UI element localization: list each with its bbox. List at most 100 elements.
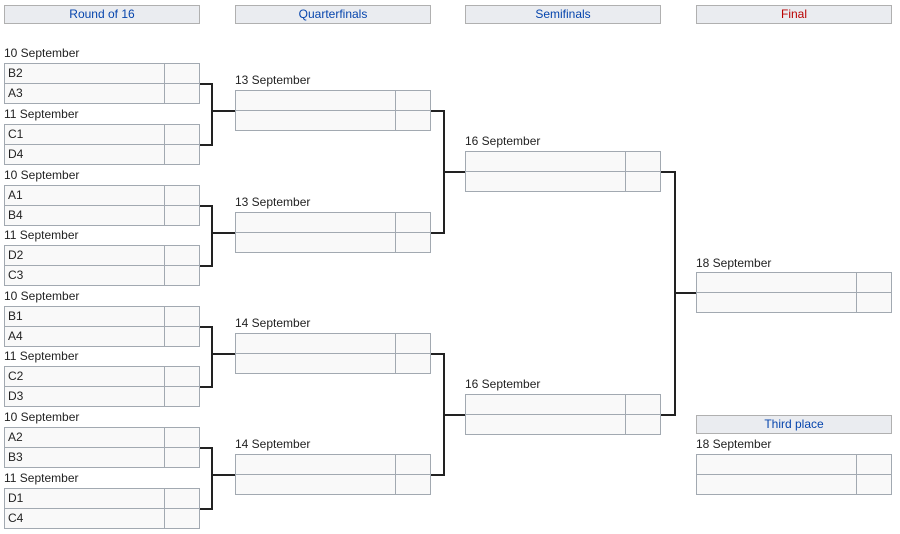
header-round-of-16[interactable]: Round of 16 [4, 5, 200, 24]
connector-line [674, 292, 696, 294]
team-name [236, 354, 396, 373]
connector-line [431, 232, 445, 234]
match-date: 13 September [235, 73, 311, 87]
team-score [163, 84, 199, 103]
connector-line [443, 414, 465, 416]
team-score [624, 395, 660, 414]
team-score [163, 509, 199, 528]
team-score [163, 489, 199, 508]
team-score [855, 293, 891, 312]
connector-line [443, 171, 465, 173]
match-date: 16 September [465, 377, 541, 391]
match-slot-team1: B2 [4, 63, 200, 84]
team-score [163, 125, 199, 144]
connector-line [200, 386, 213, 388]
connector-line [211, 474, 235, 476]
team-score [163, 145, 199, 164]
team-name: D3 [5, 387, 165, 406]
team-name [466, 415, 626, 434]
match-slot-team2: B4 [4, 205, 200, 226]
team-name: C2 [5, 367, 165, 386]
team-name: A2 [5, 428, 165, 447]
team-score [624, 152, 660, 171]
match-slot-team2: A4 [4, 326, 200, 347]
connector-line [661, 414, 676, 416]
match-slot-team2: A3 [4, 83, 200, 104]
team-score [394, 455, 430, 474]
team-name [466, 172, 626, 191]
team-name [697, 475, 857, 494]
team-name: A1 [5, 186, 165, 205]
connector-line [211, 110, 235, 112]
connector-line [211, 83, 213, 146]
match-date: 14 September [235, 316, 311, 330]
match-date: 18 September [696, 256, 772, 270]
team-score [394, 233, 430, 252]
team-name [697, 273, 857, 292]
team-score [394, 475, 430, 494]
connector-line [200, 83, 213, 85]
match-slot-team1 [235, 212, 431, 233]
team-name: A3 [5, 84, 165, 103]
team-name [236, 233, 396, 252]
team-score [855, 475, 891, 494]
connector-line [661, 171, 676, 173]
match-date: 18 September [696, 437, 772, 451]
team-name [236, 111, 396, 130]
connector-line [200, 508, 213, 510]
match-slot-team2: C4 [4, 508, 200, 529]
connector-line [211, 447, 213, 510]
header-semifinals[interactable]: Semifinals [465, 5, 661, 24]
connector-line [211, 232, 235, 234]
team-name [236, 213, 396, 232]
team-name: C1 [5, 125, 165, 144]
connector-line [431, 110, 445, 112]
team-name [466, 395, 626, 414]
connector-line [200, 265, 213, 267]
header-final: Final [696, 5, 892, 24]
match-date: 13 September [235, 195, 311, 209]
team-score [855, 455, 891, 474]
match-slot-team2: D4 [4, 144, 200, 165]
connector-line [200, 326, 213, 328]
team-score [163, 206, 199, 225]
team-score [163, 246, 199, 265]
match-slot-team2: D3 [4, 386, 200, 407]
match-slot-team1 [465, 151, 661, 172]
connector-line [200, 205, 213, 207]
team-name: D1 [5, 489, 165, 508]
match-slot-team2 [235, 353, 431, 374]
team-score [163, 387, 199, 406]
connector-line [431, 353, 445, 355]
match-slot-team1 [235, 454, 431, 475]
match-slot-team1 [696, 454, 892, 475]
connector-line [211, 353, 235, 355]
connector-line [431, 474, 445, 476]
team-score [394, 91, 430, 110]
match-slot-team1 [465, 394, 661, 415]
match-slot-team1 [235, 90, 431, 111]
team-name [236, 475, 396, 494]
match-slot-team2 [465, 171, 661, 192]
team-score [163, 327, 199, 346]
match-date: 14 September [235, 437, 311, 451]
team-name [697, 455, 857, 474]
team-name: A4 [5, 327, 165, 346]
team-name: D4 [5, 145, 165, 164]
team-name [236, 455, 396, 474]
match-slot-team1: B1 [4, 306, 200, 327]
team-score [624, 415, 660, 434]
header-third-place[interactable]: Third place [696, 415, 892, 434]
match-slot-team2: C3 [4, 265, 200, 286]
team-name [236, 91, 396, 110]
team-name: B2 [5, 64, 165, 83]
match-slot-team2 [235, 474, 431, 495]
team-name [466, 152, 626, 171]
match-slot-team1: A1 [4, 185, 200, 206]
team-score [163, 367, 199, 386]
team-name [236, 334, 396, 353]
match-date: 10 September [4, 46, 80, 60]
header-quarterfinals[interactable]: Quarterfinals [235, 5, 431, 24]
team-name: C4 [5, 509, 165, 528]
team-score [394, 213, 430, 232]
